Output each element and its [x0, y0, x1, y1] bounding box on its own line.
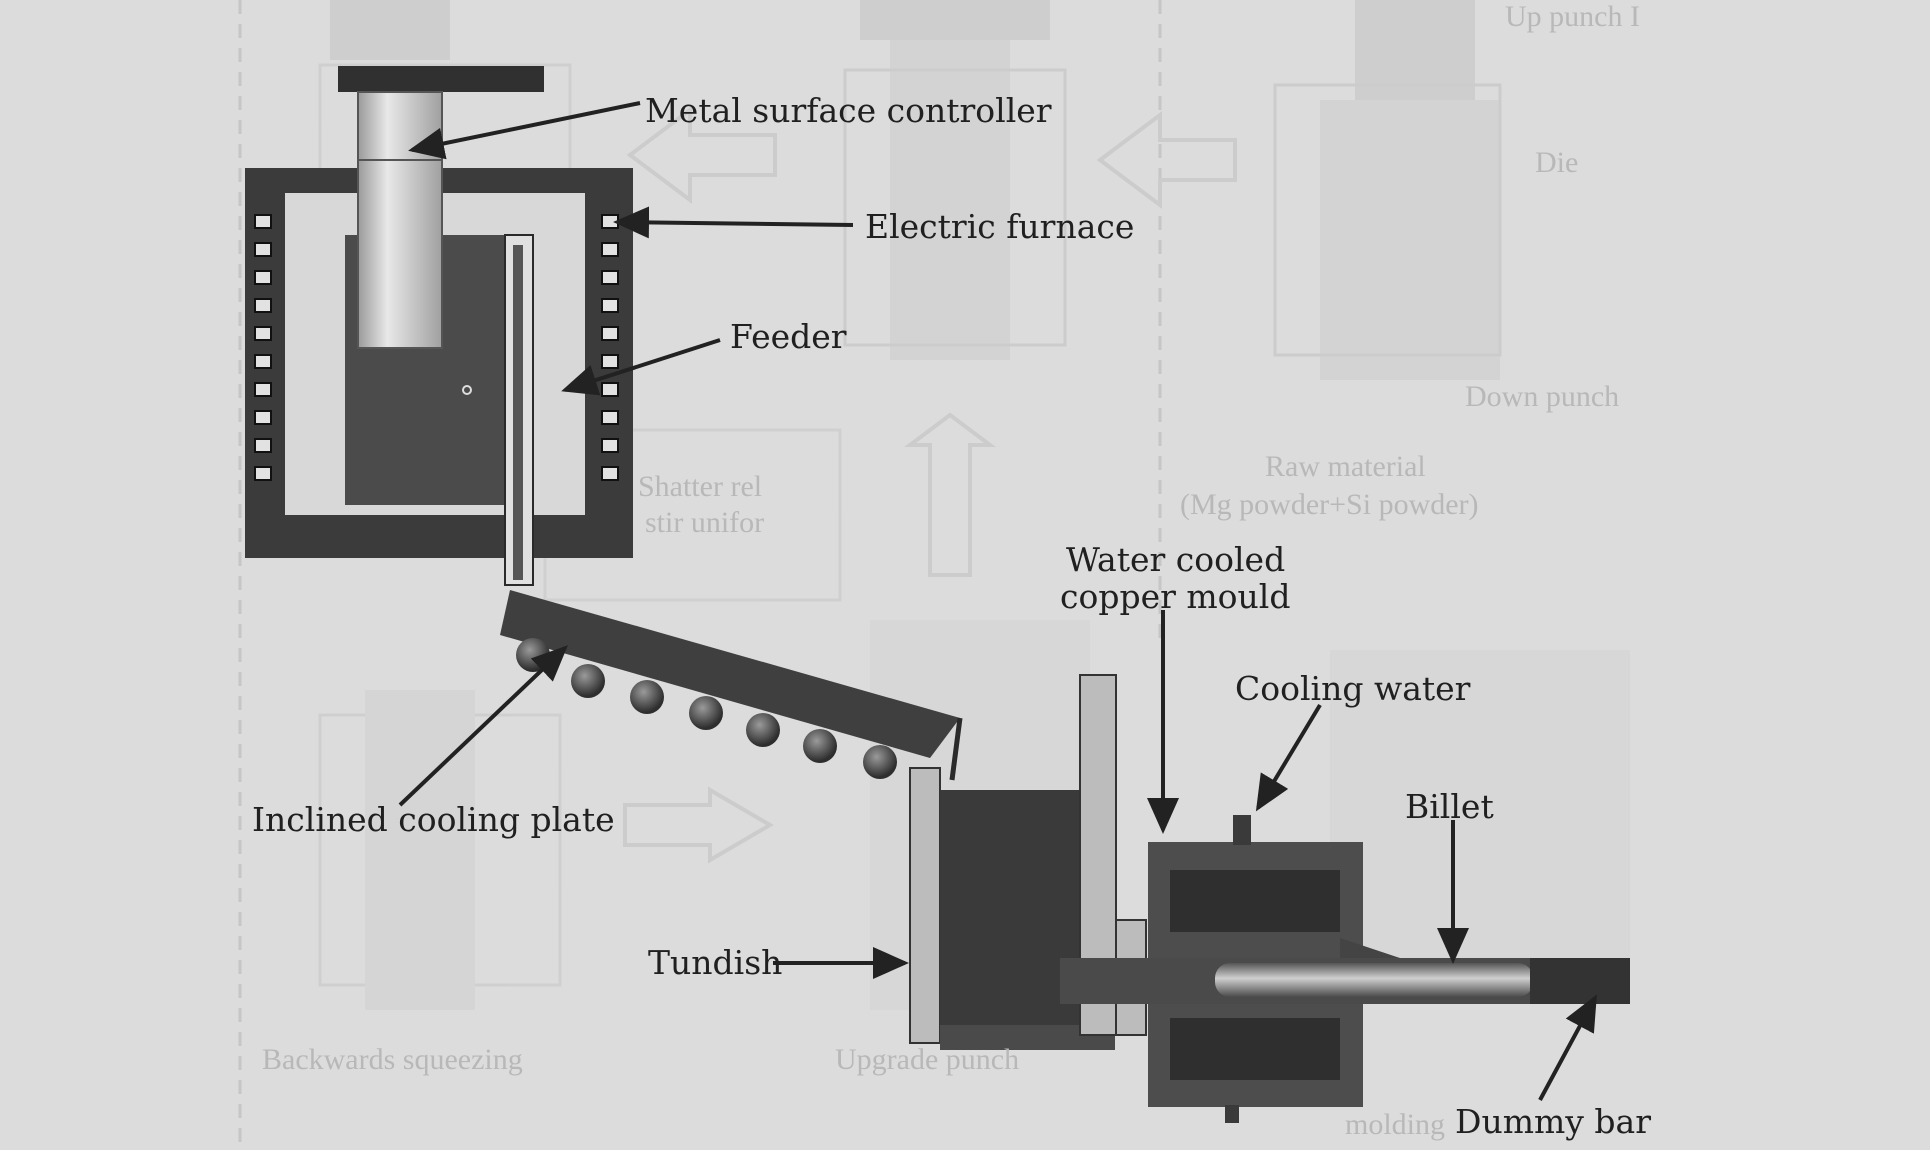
furnace-heating-coil-right — [601, 214, 619, 481]
ghost-label-raw-material: Raw material — [1265, 450, 1426, 483]
label-metal-surface-controller: Metal surface controller — [645, 91, 1052, 130]
cooling-roller — [630, 680, 664, 714]
ghost-label-molding: molding — [1345, 1108, 1446, 1141]
ghost-label-backwards-squeezing: Backwards squeezing — [262, 1043, 523, 1076]
ghost-label-upgrade-punch: Upgrade punch — [835, 1043, 1020, 1076]
cooling-roller — [689, 696, 723, 730]
label-copper-mould: copper mould — [1060, 577, 1291, 616]
ghost-label-raw-material-formula: (Mg powder+Si powder) — [1180, 488, 1479, 521]
label-tundish: Tundish — [648, 943, 783, 982]
dummy-bar — [1530, 958, 1630, 1004]
furnace-heating-coil-left — [254, 214, 272, 481]
label-electric-furnace: Electric furnace — [865, 207, 1135, 246]
cooling-roller — [803, 729, 837, 763]
electric-furnace — [245, 159, 633, 558]
label-inclined-cooling-plate: Inclined cooling plate — [252, 800, 615, 839]
label-water-cooled: Water cooled — [1066, 540, 1286, 579]
ghost-label-stir-uniform: stir unifor — [645, 506, 765, 539]
feeder-pipe — [504, 234, 534, 586]
arrow-metal-surface-controller — [408, 101, 641, 160]
label-cooling-water: Cooling water — [1235, 669, 1471, 708]
ghost-label-die: Die — [1535, 146, 1579, 179]
cooling-roller — [863, 745, 897, 779]
leader-arrows — [398, 101, 1597, 1101]
arrow-electric-furnace — [613, 206, 854, 239]
label-billet: Billet — [1405, 787, 1494, 826]
label-dummy-bar: Dummy bar — [1455, 1102, 1652, 1141]
cooling-roller — [746, 713, 780, 747]
arrow-cooling-water — [1255, 703, 1322, 812]
arrow-dummy-bar — [1538, 994, 1597, 1101]
cooling-roller — [571, 664, 605, 698]
arrow-inclined-cooling-plate — [398, 645, 568, 807]
background-ghost-figure — [238, 0, 1630, 1150]
arrow-feeder — [561, 338, 721, 396]
ghost-label-down-punch: Down punch — [1465, 380, 1620, 413]
ghost-label-shatter: Shatter rel — [638, 470, 763, 503]
inclined-cooling-plate — [500, 590, 963, 781]
ghost-label-up-punch: Up punch I — [1505, 0, 1640, 33]
billet-and-dummy-bar — [1060, 938, 1630, 1004]
label-feeder: Feeder — [730, 317, 847, 356]
